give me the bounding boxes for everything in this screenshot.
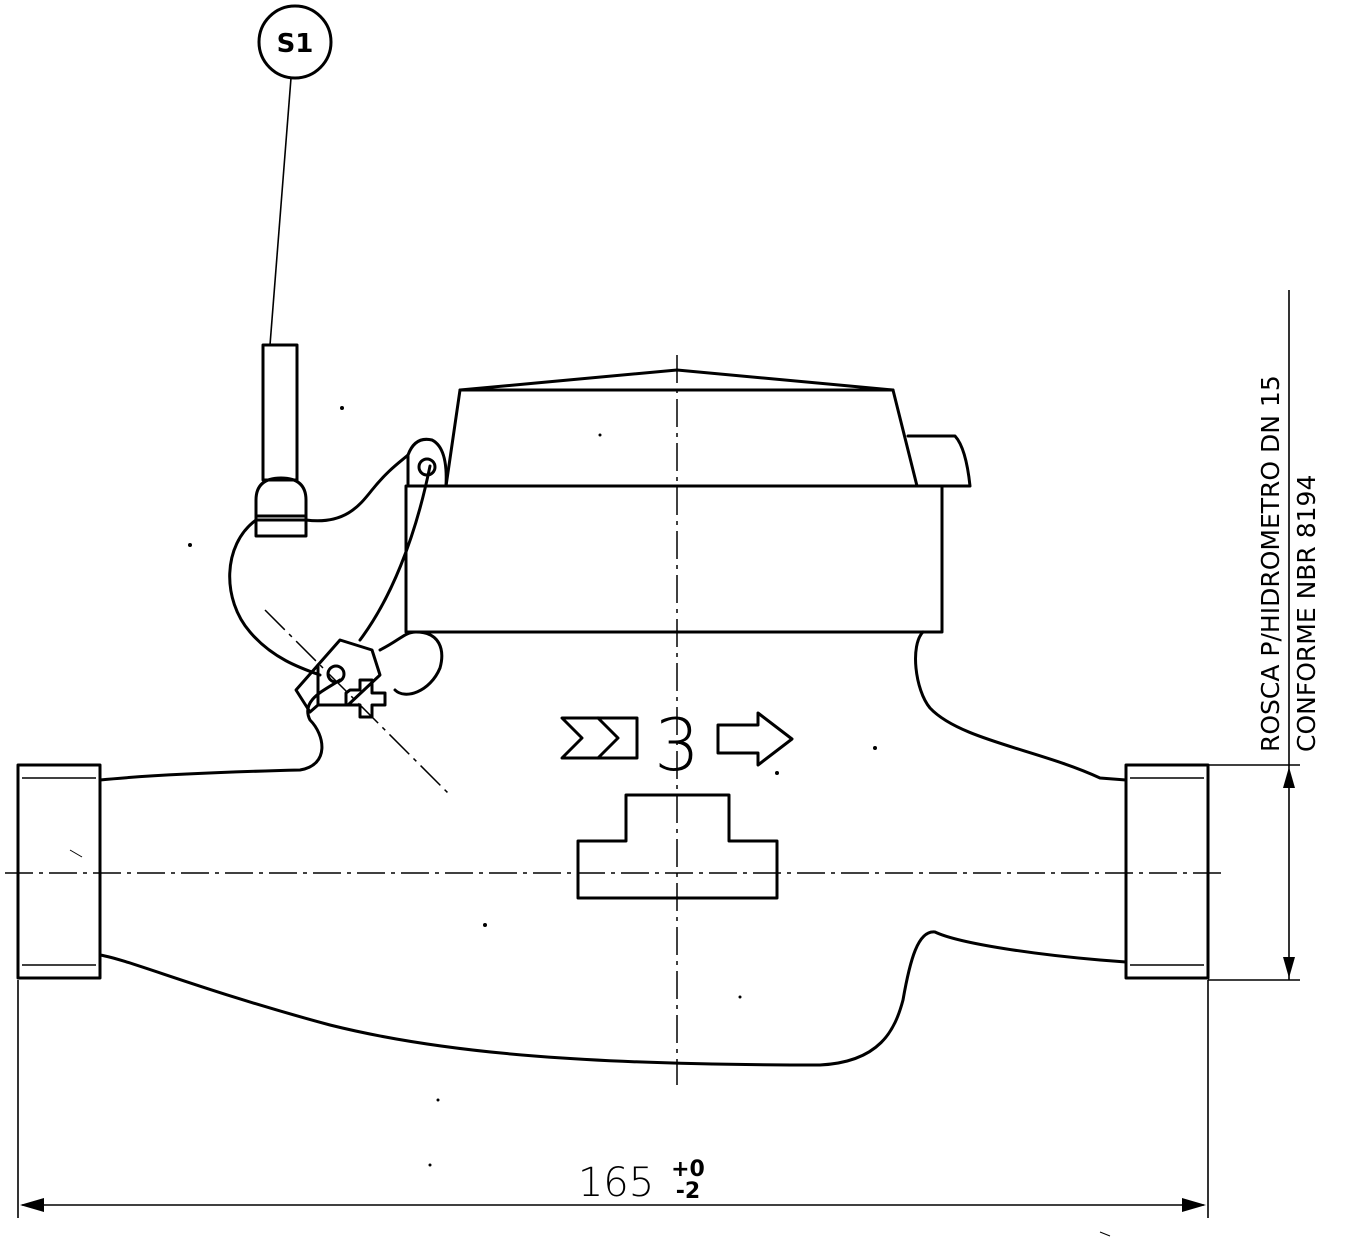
inlet-connection <box>16 763 102 980</box>
dimension-tol-lower: -2 <box>676 1179 700 1204</box>
meter-body <box>98 630 1128 1067</box>
dimension-nominal: 165 <box>578 1160 654 1206</box>
thread-dimension: ROSCA P/HIDROMETRO DN 15 CONFORME NBR 81… <box>1208 290 1321 981</box>
register-housing <box>404 453 944 634</box>
sensor-cable <box>228 453 410 677</box>
register-cover <box>406 368 972 488</box>
thread-note-line1: ROSCA P/HIDROMETRO DN 15 <box>1256 375 1285 752</box>
pulse-sensor <box>254 343 308 538</box>
outlet-connection <box>1124 763 1210 980</box>
balloon-s1: S1 <box>257 4 333 346</box>
balloon-label: S1 <box>277 29 314 59</box>
thread-note-line2: CONFORME NBR 8194 <box>1292 475 1321 752</box>
flow-tail-arrow <box>560 716 639 760</box>
seal-wire <box>264 464 451 796</box>
body-boss <box>576 793 779 900</box>
scan-specks <box>69 406 1111 1237</box>
dimension-tol-upper: +0 <box>671 1157 705 1182</box>
length-dimension: 165 +0 -2 <box>17 980 1209 1218</box>
flow-direction-arrow <box>716 711 794 767</box>
